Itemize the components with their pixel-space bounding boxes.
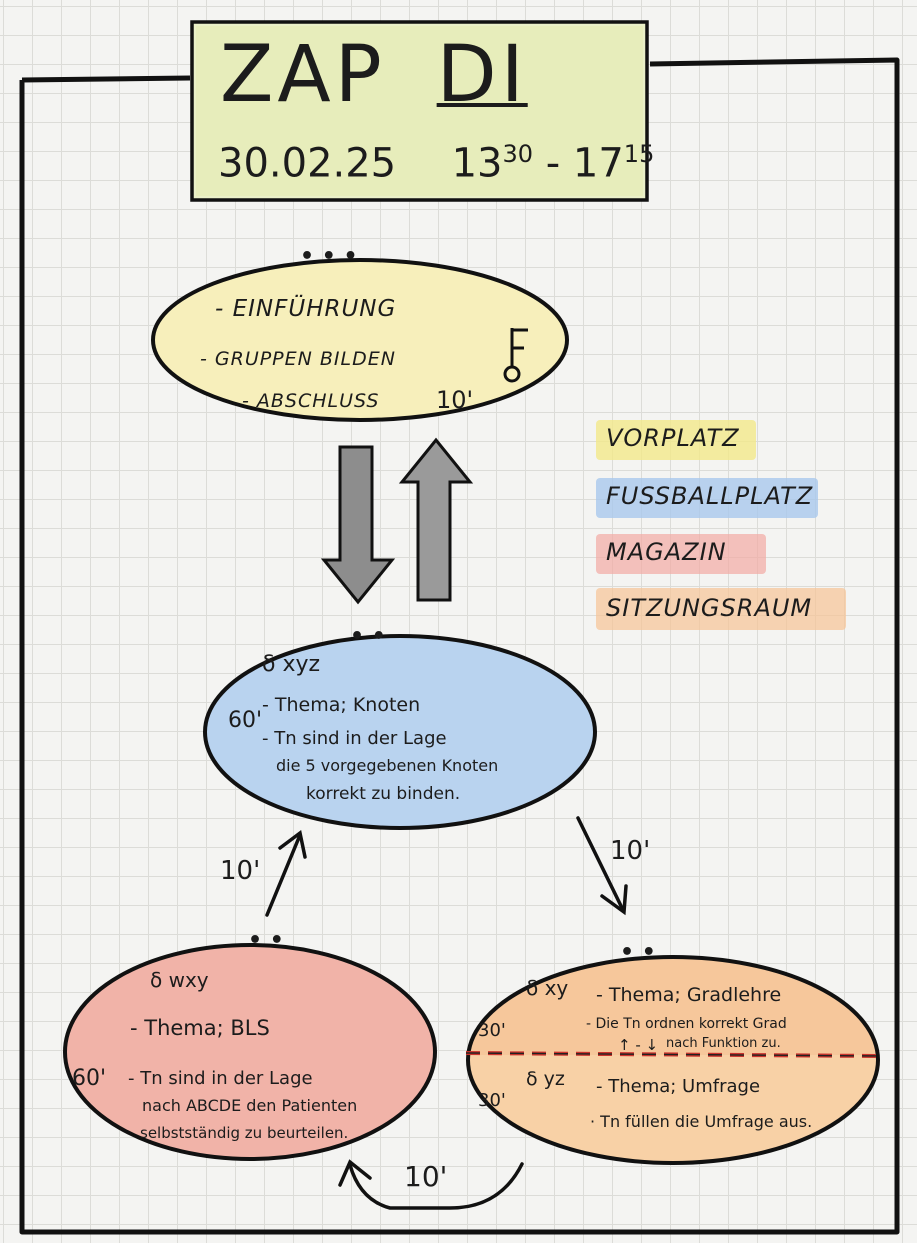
bottom-right-node-topic-bottom: - Thema; Umfrage xyxy=(596,1076,761,1097)
bottom-right-node-leader-top: δ xy xyxy=(526,976,569,1000)
bottom-right-node-duration-bottom: 30' xyxy=(478,1090,506,1111)
bottom-left-node-topic: - Thema; BLS xyxy=(130,1016,270,1040)
title-text: ZAP xyxy=(220,30,386,120)
title-day: DI xyxy=(436,30,528,120)
bottom-right-node-swap-marker: ↑ - ↓ xyxy=(618,1036,659,1054)
arrow-bottom-curve-icon xyxy=(348,1162,524,1210)
legend-swatch xyxy=(596,588,846,630)
arrow-left-up-icon xyxy=(265,833,302,917)
middle-node-goal-line: korrekt zu binden. xyxy=(306,784,461,804)
transition-left-duration: 10' xyxy=(220,856,261,886)
time-end-minute: 15 xyxy=(623,140,655,168)
transition-bottom-duration: 10' xyxy=(404,1160,448,1193)
time-separator: - xyxy=(545,140,561,187)
bottom-right-node-goal-top-line: - Die Tn ordnen korrekt Grad xyxy=(586,1016,787,1032)
legend-swatch xyxy=(596,534,766,574)
header-datetime: 30.02.25 1330 - 1715 xyxy=(218,140,654,186)
legend-label-magazin: Magazin xyxy=(606,538,727,566)
node-bottom-right-ellipse xyxy=(466,955,880,1165)
key-icon xyxy=(503,328,528,383)
bottom-right-node-goal-bottom: · Tn füllen die Umfrage aus. xyxy=(590,1112,813,1131)
node-top-ellipse xyxy=(151,258,569,422)
middle-node-topic: - Thema; Knoten xyxy=(262,694,421,716)
arrow-up-icon xyxy=(398,437,474,602)
top-node-item: - Einführung xyxy=(215,296,397,322)
legend-label-fussballplatz: Fussballplatz xyxy=(606,482,814,510)
top-node-item: - Abschluss xyxy=(242,390,380,412)
legend-label-vorplatz: Vorplatz xyxy=(606,424,740,452)
top-node-item: - Gruppen bilden xyxy=(200,348,396,370)
legend-swatch xyxy=(596,420,756,460)
node-middle-ellipse xyxy=(203,634,597,830)
bottom-left-node-duration: 60' xyxy=(72,1066,107,1091)
transition-right-duration: 10' xyxy=(610,836,651,866)
top-node-dots: • • • xyxy=(300,244,358,269)
node-bottom-left-ellipse xyxy=(63,943,437,1161)
bottom-right-node-dots: • • xyxy=(620,940,656,965)
middle-node-dots: • • xyxy=(350,624,386,649)
header-date: 30.02.25 xyxy=(218,140,397,187)
bottom-left-node-goal-line: selbstständig zu beurteilen. xyxy=(140,1124,349,1142)
time-end-hour: 17 xyxy=(572,140,624,187)
top-node-duration: 10' xyxy=(436,386,474,414)
legend-label-sitzungsraum: Sitzungsraum xyxy=(606,594,813,622)
legend-swatch xyxy=(596,478,818,518)
bottom-left-node-leader: δ wxy xyxy=(150,968,209,992)
bottom-right-node-goal-top-line: nach Funktion zu. xyxy=(666,1036,781,1051)
bottom-right-node-leader-bottom: δ yz xyxy=(526,1068,565,1090)
bottom-right-node-topic-top: - Thema; Gradlehre xyxy=(596,984,782,1006)
arrow-right-down-icon xyxy=(576,816,625,912)
bottom-left-node-dots: • • xyxy=(248,928,284,953)
middle-node-goal-line: - Tn sind in der Lage xyxy=(262,728,447,749)
middle-node-leader: δ xyz xyxy=(262,652,321,677)
arrow-down-icon xyxy=(320,445,396,605)
bottom-left-node-goal-line: - Tn sind in der Lage xyxy=(128,1068,313,1089)
time-start-minute: 30 xyxy=(502,140,534,168)
header-title: ZAP DI xyxy=(220,30,528,120)
middle-node-duration: 60' xyxy=(228,708,263,733)
time-start-hour: 13 xyxy=(451,140,503,187)
bottom-left-node-goal-line: nach ABCDE den Patienten xyxy=(142,1096,358,1115)
page-frame xyxy=(19,57,900,1235)
middle-node-goal-line: die 5 vorgegebenen Knoten xyxy=(276,756,499,775)
bottom-right-node-duration-top: 30' xyxy=(478,1020,506,1041)
